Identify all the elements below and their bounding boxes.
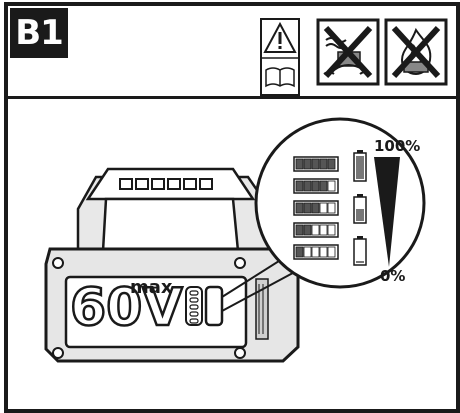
charge-segment — [327, 158, 336, 170]
charge-segment — [327, 180, 336, 192]
figure-frame: B1 — [4, 2, 460, 413]
battery-pack — [44, 167, 300, 363]
charge-segment — [303, 246, 312, 258]
charge-segment — [311, 224, 320, 236]
fuel-gauge-button — [204, 285, 224, 327]
charge-segment — [319, 246, 328, 258]
figure-label: B1 — [10, 8, 68, 58]
charge-segment — [295, 224, 304, 236]
battery-max-label: max — [130, 277, 173, 298]
warning-read-manual-icon — [260, 18, 300, 96]
charge-segment — [319, 202, 328, 214]
charge-segment — [311, 180, 320, 192]
charge-segment — [319, 158, 328, 170]
battery-terminals — [119, 178, 213, 190]
battery-voltage: 60V — [70, 278, 183, 338]
charge-segment — [303, 202, 312, 214]
charge-level-row — [293, 156, 339, 172]
gauge-0-label: 0% — [380, 267, 405, 285]
charge-segment — [295, 246, 304, 258]
charge-level-rows — [293, 156, 339, 260]
charge-segment — [319, 180, 328, 192]
charge-segment — [327, 202, 336, 214]
charge-segment — [303, 224, 312, 236]
charge-segment — [311, 202, 320, 214]
charge-segment — [311, 246, 320, 258]
charge-level-row — [293, 200, 339, 216]
charge-level-row — [293, 244, 339, 260]
battery-fuel-gauge — [185, 285, 224, 327]
header-bar: B1 — [8, 6, 456, 99]
battery-half-icon — [353, 194, 367, 224]
charge-segment — [295, 180, 304, 192]
charge-segment — [303, 158, 312, 170]
charge-segment — [311, 158, 320, 170]
charge-segment — [295, 202, 304, 214]
no-water-icon — [316, 18, 380, 86]
battery-empty-icon — [353, 236, 367, 266]
charge-level-row — [293, 178, 339, 194]
charge-segment — [319, 224, 328, 236]
gauge-100-label: 100% — [374, 137, 420, 155]
charge-wedge — [374, 157, 400, 267]
battery-illustration: 60V max — [44, 117, 426, 363]
battery-full-icon — [353, 150, 367, 182]
no-fire-icon — [384, 18, 448, 86]
charge-segment — [327, 246, 336, 258]
charge-segment — [295, 158, 304, 170]
charge-level-row — [293, 222, 339, 238]
charge-segment — [303, 180, 312, 192]
battery-level-icons — [353, 150, 367, 266]
charge-segment — [327, 224, 336, 236]
